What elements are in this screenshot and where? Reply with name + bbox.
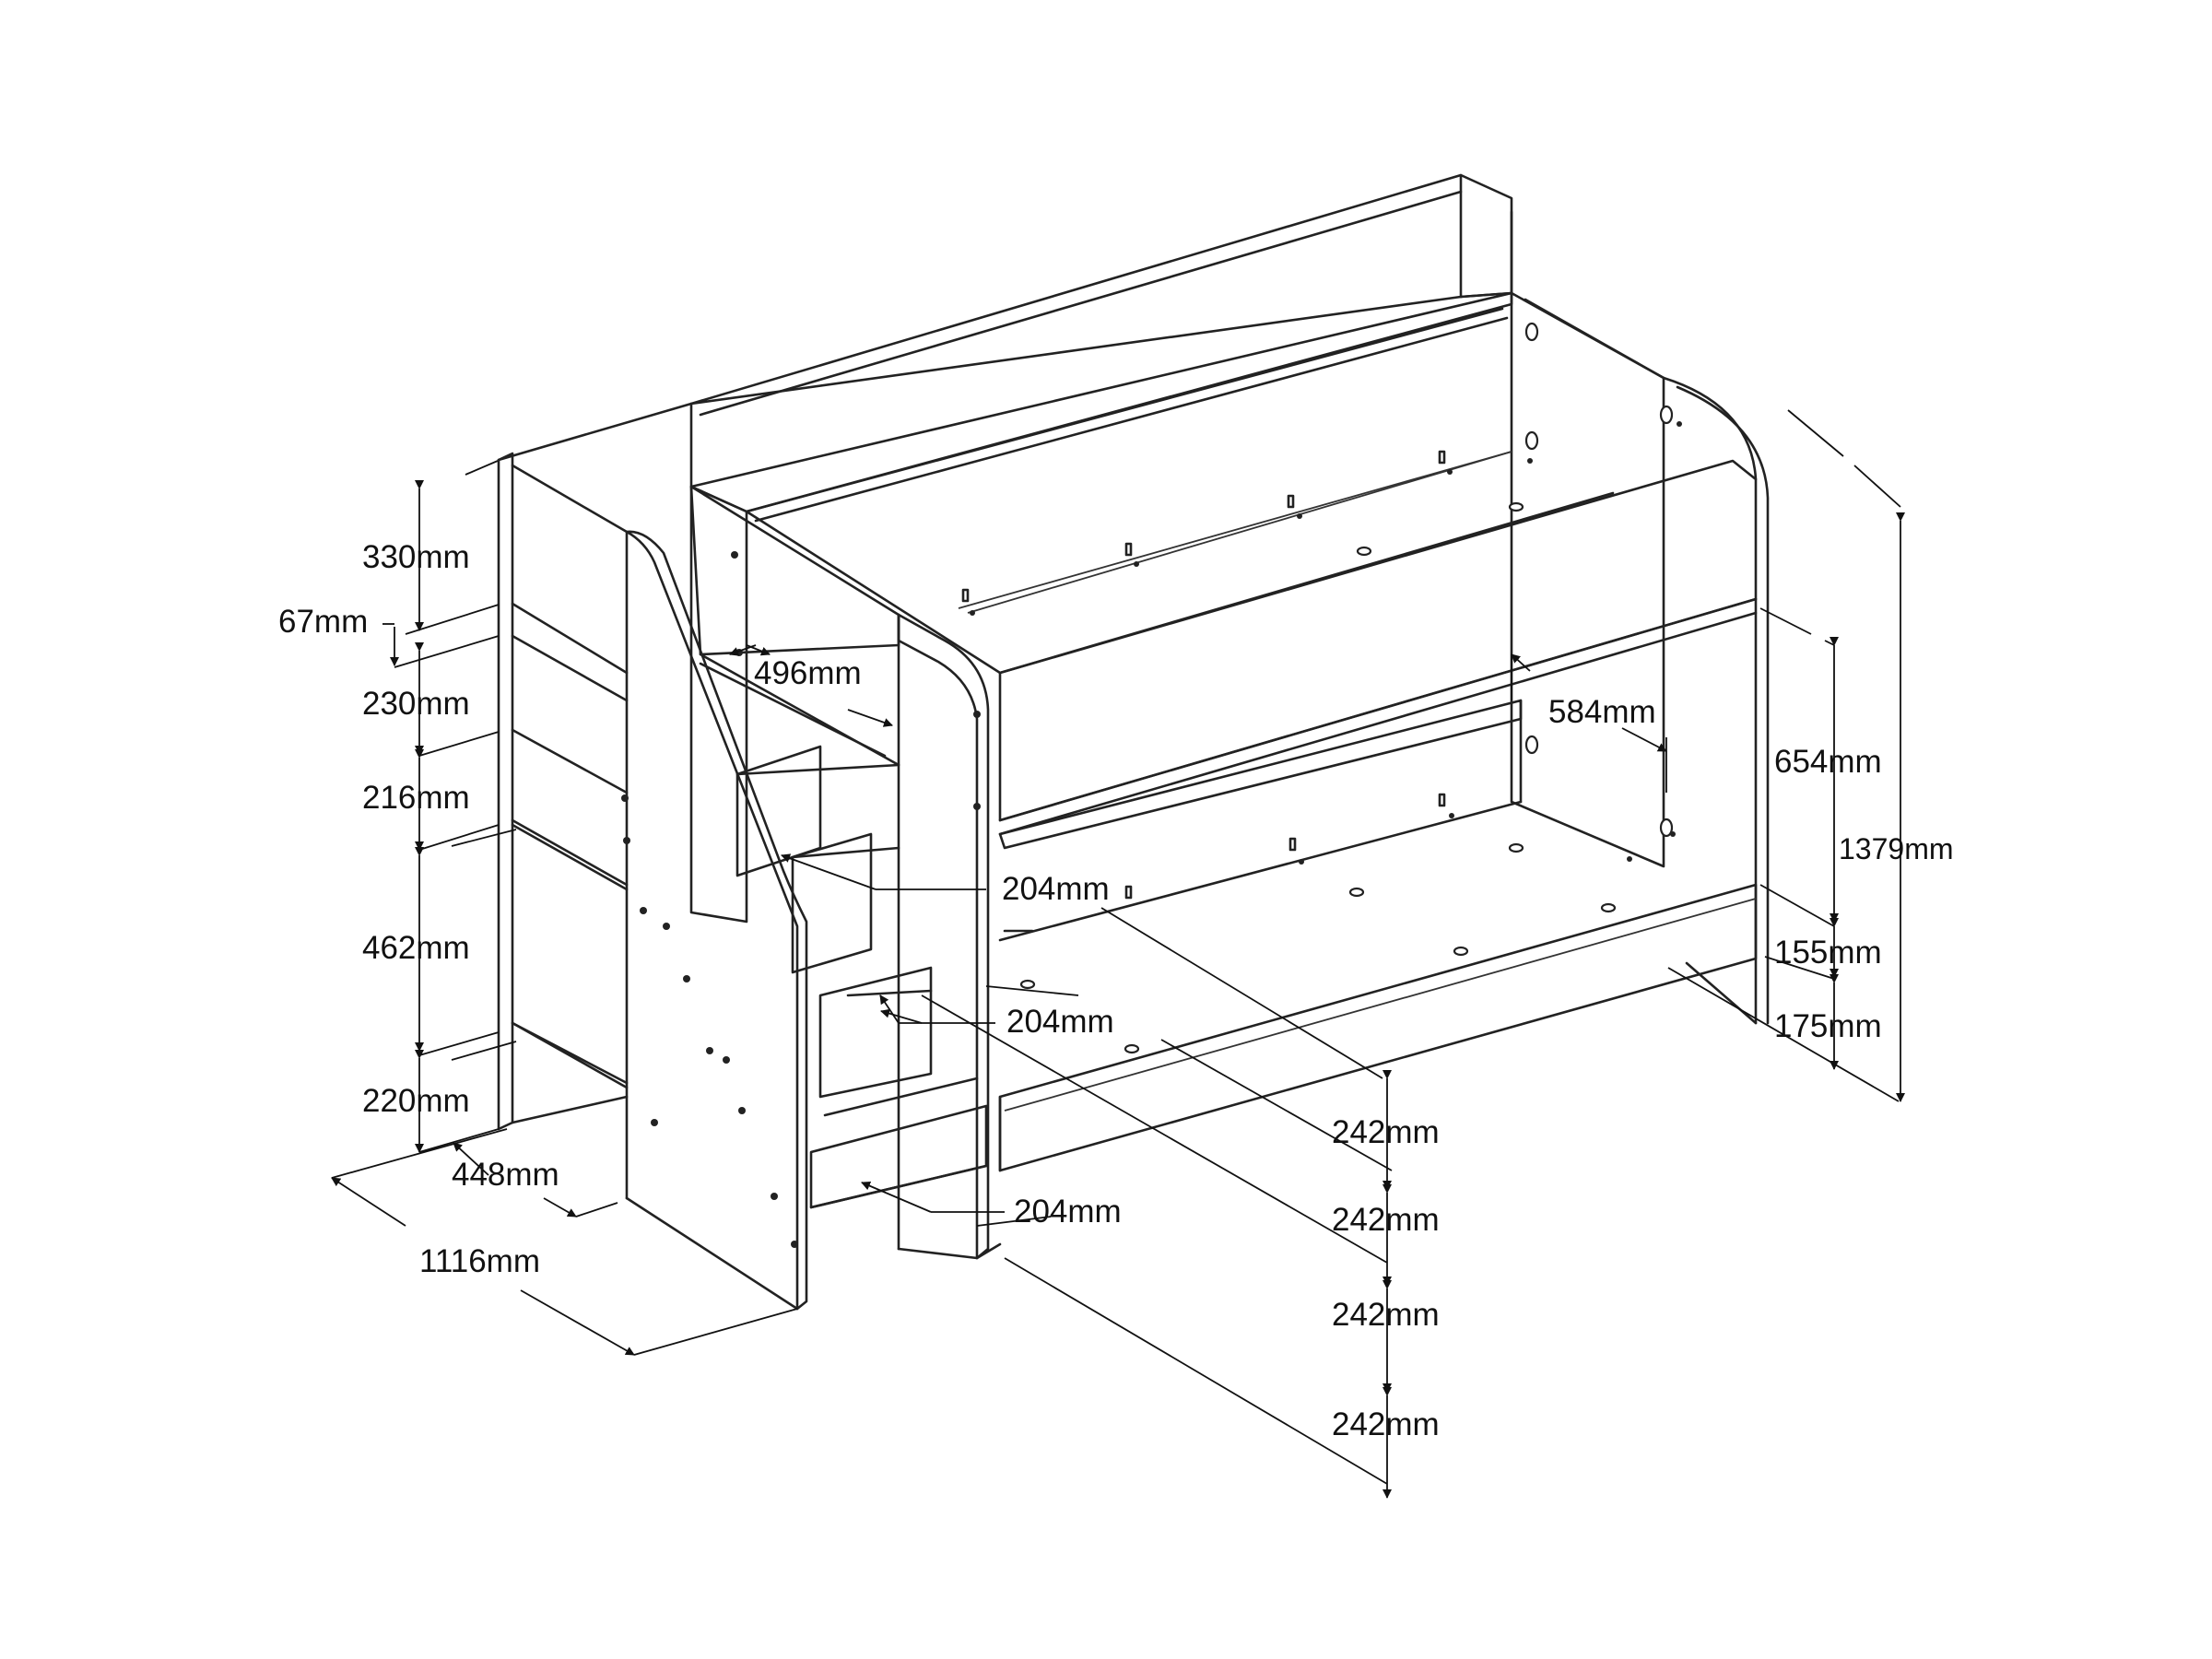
fixing-holes [621,322,1682,1248]
hole [1524,735,1539,755]
label-584mm: 584mm [1548,694,1656,730]
label-242mm-2: 242mm [1332,1202,1440,1238]
label-155mm: 155mm [1774,935,1882,971]
label-242mm-4: 242mm [1332,1406,1440,1442]
label-216mm: 216mm [362,780,470,816]
label-175mm: 175mm [1774,1008,1882,1044]
hole [1019,979,1036,990]
rear-top-rail [689,173,1513,488]
dimension-lines [331,409,1905,1499]
label-330mm: 330mm [362,539,470,575]
label-204mm-bottom: 204mm [1014,1194,1122,1230]
label-462mm: 462mm [362,930,470,966]
stair-steps [735,745,988,1209]
label-204mm-middle: 204mm [1006,1004,1114,1040]
label-230mm: 230mm [362,686,470,722]
label-448mm: 448mm [452,1157,559,1193]
label-242mm-1: 242mm [1332,1114,1440,1150]
hole [1124,1043,1140,1054]
label-1116mm: 1116mm [419,1243,540,1279]
label-242mm-3: 242mm [1332,1297,1440,1333]
label-1379mm: 1379mm [1839,832,1954,865]
hole [1524,430,1539,451]
hole [1508,501,1524,512]
hole [1348,887,1365,898]
upper-front-guard [998,376,1770,1025]
stair-side-panel [625,530,808,1311]
hole [1600,902,1617,913]
label-654mm: 654mm [1774,744,1882,780]
left-frame-rails [511,823,1002,1260]
label-496mm: 496mm [754,655,862,691]
lower-bunk [998,699,1758,1172]
hole [1453,946,1469,957]
hole [1356,546,1372,557]
hole [1659,818,1674,838]
hole [1659,405,1674,425]
hole [1524,322,1539,342]
dimension-labels: 330mm 67mm 230mm 216mm 462mm 220mm 448mm… [278,539,1954,1442]
upper-deck-left-panel [689,485,900,767]
label-220mm: 220mm [362,1083,470,1119]
label-204mm-top: 204mm [1002,871,1110,907]
label-67mm: 67mm [278,604,368,640]
back-left-panel [497,402,693,1131]
front-corner-post [897,613,990,1260]
upper-bunk-frame [689,291,1665,924]
hole [1508,842,1524,853]
